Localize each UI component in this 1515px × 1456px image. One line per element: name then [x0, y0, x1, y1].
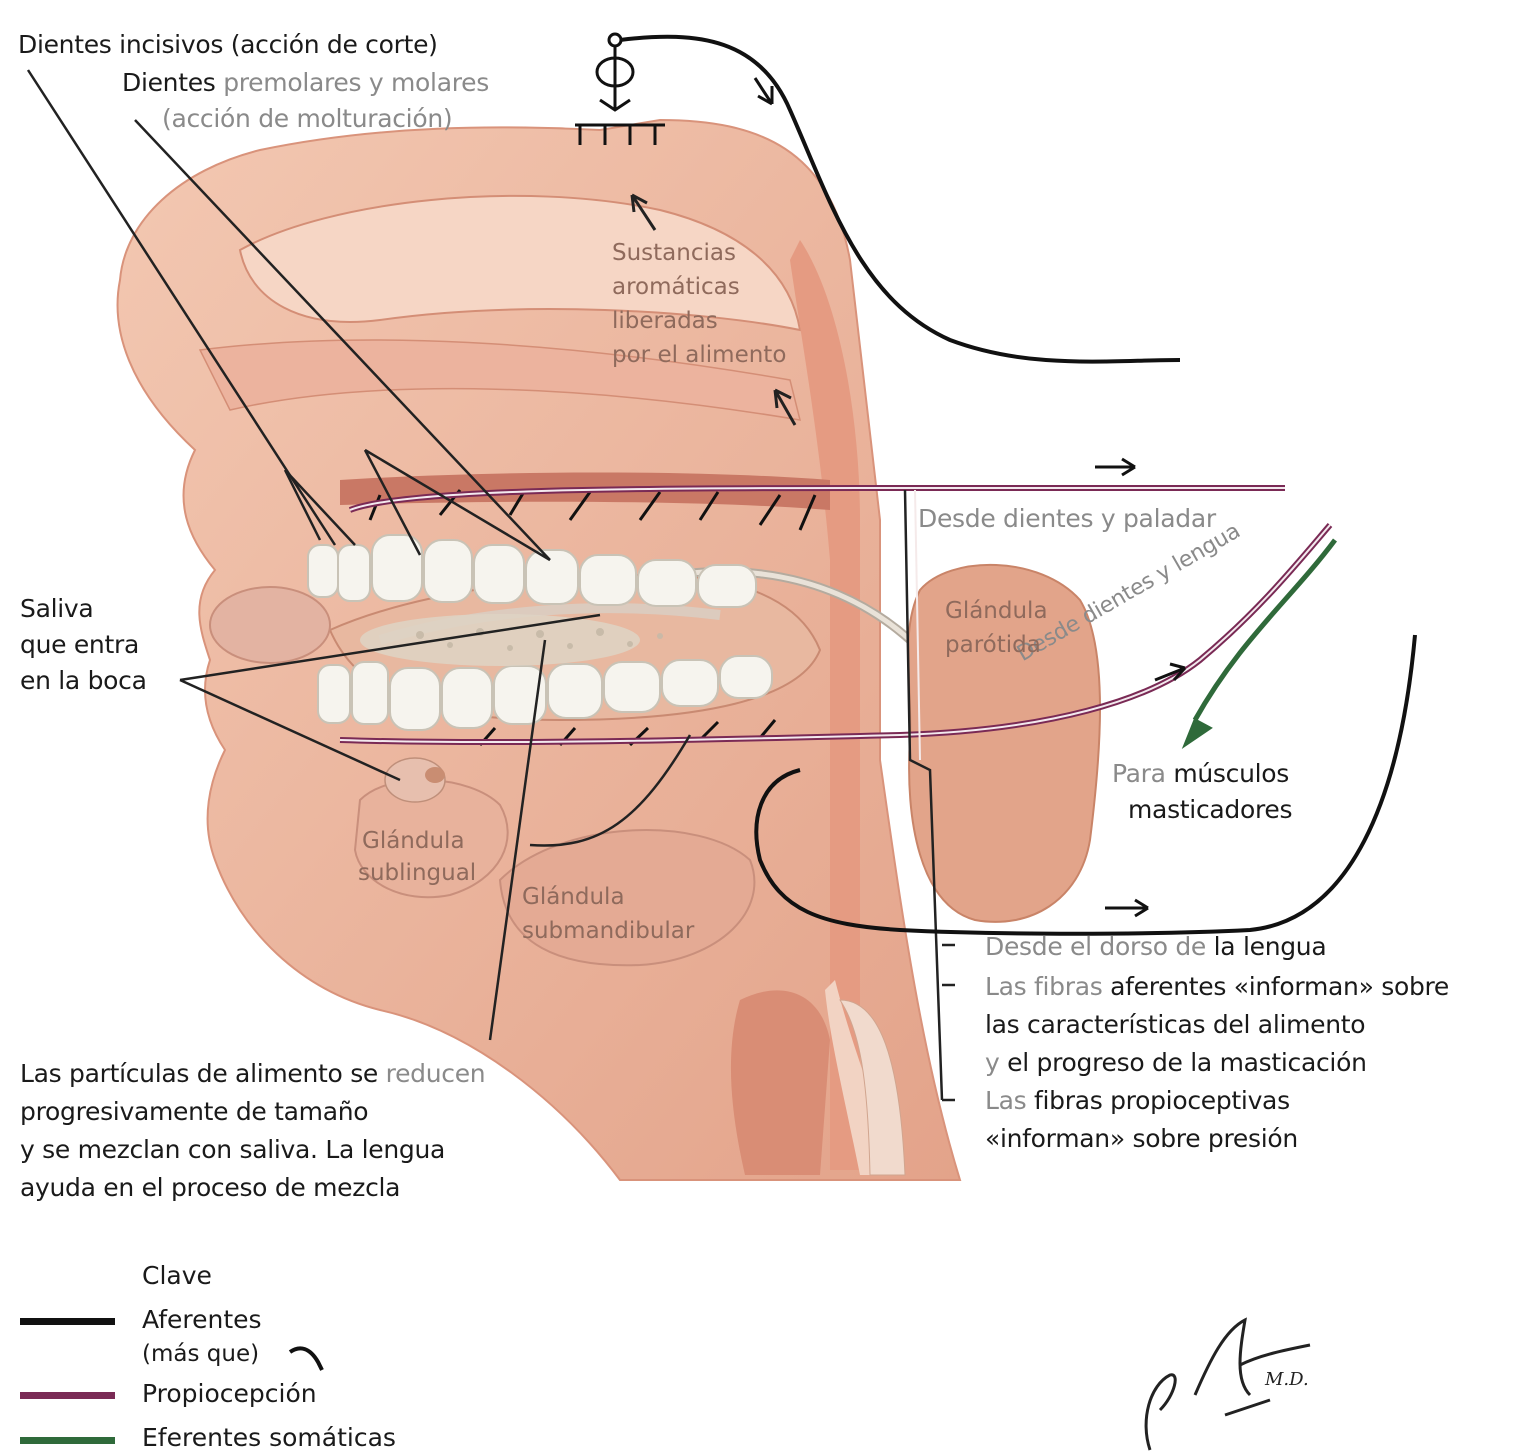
- label-premolars-c: (acción de molturación): [162, 104, 452, 133]
- label-proprio-a: Las: [985, 1086, 1026, 1115]
- label-afferent-b: aferentes «informan» sobre: [1110, 972, 1449, 1001]
- label-premolars: Dientes premolares y molares: [122, 64, 489, 102]
- label-incisors-text: Dientes incisivos (acción de corte): [18, 30, 438, 59]
- svg-text:M.D.: M.D.: [1264, 1369, 1309, 1390]
- label-afferent-c: las características del alimento: [985, 1010, 1365, 1039]
- key-afferent-label: Aferentes: [142, 1302, 262, 1338]
- label-teeth-palate-text: Desde dientes y paladar: [918, 504, 1216, 533]
- key-proprioception-line: [20, 1392, 115, 1399]
- label-particles-2: progresivamente de tamaño: [20, 1093, 368, 1131]
- label-saliva-1-text: Saliva: [20, 594, 93, 623]
- label-afferent-2: las características del alimento: [985, 1006, 1365, 1044]
- label-parotid-2: parótida: [945, 630, 1041, 661]
- label-afferent-e: el progreso de la masticación: [1007, 1048, 1366, 1077]
- label-submandibular-1: Glándula: [522, 882, 625, 913]
- label-particles-4: ayuda en el proceso de mezcla: [20, 1169, 400, 1207]
- label-premolars-b: premolares y molares: [223, 68, 489, 97]
- key-arrow-icon: [290, 1348, 322, 1370]
- label-aromatic-3: liberadas: [612, 306, 718, 337]
- label-particles-2-text: progresivamente de tamaño: [20, 1097, 368, 1126]
- label-particles-1b: reducen: [386, 1059, 486, 1088]
- label-parotid-1: Glándula: [945, 596, 1048, 627]
- label-proprio-c: «informan» sobre presión: [985, 1124, 1298, 1153]
- label-particles-1a: Las partículas de alimento se: [20, 1059, 378, 1088]
- label-proprio-2: «informan» sobre presión: [985, 1120, 1298, 1158]
- label-muscles-a: Para: [1112, 759, 1166, 788]
- signature-mark: M.D.: [1146, 1320, 1310, 1450]
- efferent-path: [1195, 540, 1335, 720]
- label-sublingual-2: sublingual: [358, 858, 476, 889]
- label-particles-1: Las partículas de alimento se reducen: [20, 1055, 485, 1093]
- label-teeth-palate: Desde dientes y paladar: [918, 500, 1216, 538]
- label-submandibular-2: submandibular: [522, 916, 694, 947]
- label-particles-4-text: ayuda en el proceso de mezcla: [20, 1173, 400, 1202]
- key-efferent-label: Eferentes somáticas: [142, 1420, 396, 1456]
- label-saliva-2: que entra: [20, 626, 139, 664]
- key-title: Clave: [142, 1258, 212, 1294]
- label-particles-3: y se mezclan con saliva. La lengua: [20, 1131, 445, 1169]
- label-aromatic-2: aromáticas: [612, 272, 740, 303]
- upper-lip: [210, 587, 330, 663]
- key-efferent-line: [20, 1437, 115, 1444]
- label-incisors: Dientes incisivos (acción de corte): [18, 26, 438, 64]
- key-proprioception-label: Propiocepción: [142, 1376, 317, 1412]
- label-saliva-2-text: que entra: [20, 630, 139, 659]
- label-saliva-3-text: en la boca: [20, 666, 147, 695]
- label-premolars-a: Dientes: [122, 68, 216, 97]
- label-grinding: (acción de molturación): [162, 100, 452, 138]
- label-afferent-a: Las fibras: [985, 972, 1102, 1001]
- label-particles-3-text: y se mezclan con saliva. La lengua: [20, 1135, 445, 1164]
- label-afferent-1: Las fibras aferentes «informan» sobre: [985, 968, 1449, 1006]
- label-aromatic-4: por el alimento: [612, 340, 786, 371]
- label-muscles-2: masticadores: [1128, 791, 1292, 829]
- label-dorsum: Desde el dorso de la lengua: [985, 928, 1326, 966]
- label-dorsum-b: la lengua: [1214, 932, 1327, 961]
- label-afferent-d: y: [985, 1048, 1000, 1077]
- key-afferent-line: [20, 1318, 115, 1325]
- label-afferent-3: y el progreso de la masticación: [985, 1044, 1367, 1082]
- label-proprio-1: Las fibras propioceptivas: [985, 1082, 1290, 1120]
- label-saliva-1: Saliva: [20, 590, 93, 628]
- label-aromatic-1: Sustancias: [612, 238, 736, 269]
- label-muscles-1: Para músculos: [1112, 755, 1289, 793]
- label-sublingual-1: Glándula: [362, 826, 465, 857]
- label-proprio-b: fibras propioceptivas: [1034, 1086, 1290, 1115]
- label-muscles-c: masticadores: [1128, 795, 1292, 824]
- key-afferent-sub: (más que): [142, 1336, 259, 1372]
- label-dorsum-a: Desde el dorso de: [985, 932, 1206, 961]
- label-muscles-b: músculos: [1173, 759, 1289, 788]
- label-saliva-3: en la boca: [20, 662, 147, 700]
